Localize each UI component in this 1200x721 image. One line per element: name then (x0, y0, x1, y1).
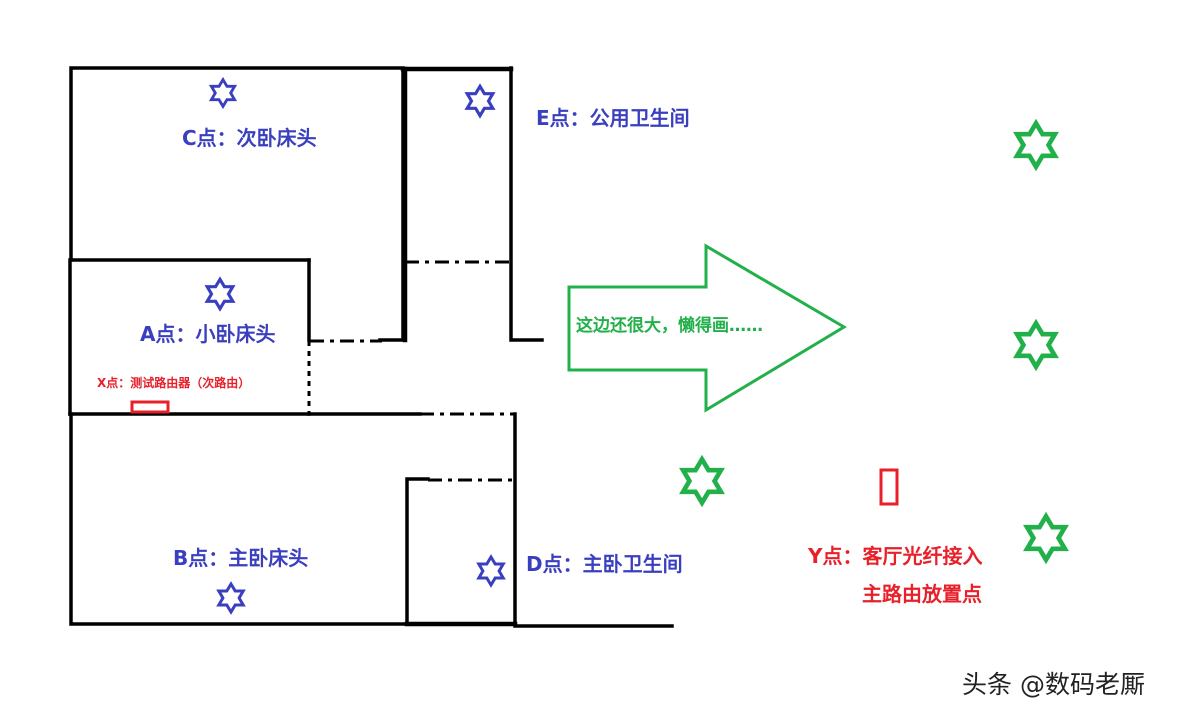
wall-a-room (68, 258, 311, 416)
wall-d-room (405, 477, 430, 626)
star-icon-d (477, 555, 505, 587)
star-icon-e (465, 84, 495, 118)
label-point-y-line1: Y点：客厅光纤接入 (808, 544, 983, 568)
label-arrow-text: 这边还很大，懒得画…… (576, 316, 763, 336)
star-icon-a (205, 277, 235, 311)
label-point-a: A点：小卧床头 (140, 322, 276, 346)
green-star-icon-4 (1027, 516, 1065, 559)
green-star-icon-3 (683, 459, 721, 502)
router-x-icon (130, 400, 170, 414)
right-arrow-icon (567, 243, 847, 413)
label-point-d: D点：主卧卫生间 (526, 552, 683, 576)
wall-b-room (68, 412, 410, 626)
label-point-y-line2: 主路由放置点 (862, 582, 982, 606)
router-y-icon (879, 468, 899, 506)
green-star-icon-1 (1017, 123, 1055, 166)
wall-e-right (509, 66, 544, 342)
label-point-x: X点：测试路由器（次路由） (97, 376, 251, 390)
green-star-icon-2 (1017, 323, 1055, 366)
label-point-c: C点：次卧床头 (182, 126, 317, 150)
star-icon-c (209, 78, 237, 108)
label-point-e: E点：公用卫生间 (536, 106, 690, 130)
watermark: 头条 @数码老厮 (962, 670, 1145, 699)
walls (68, 66, 674, 628)
label-point-b: B点：主卧床头 (173, 546, 309, 570)
star-icon-b (217, 582, 245, 614)
wall-c-room (69, 66, 405, 342)
door-openings (307, 260, 515, 482)
